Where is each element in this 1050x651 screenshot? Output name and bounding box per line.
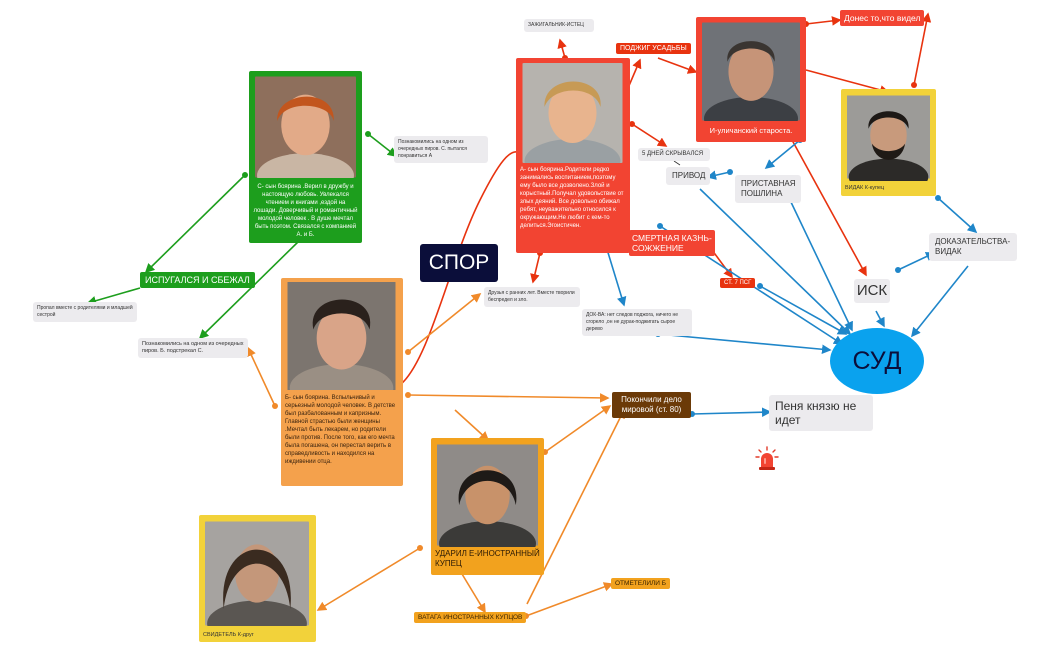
card-label-e: УДАРИЛ Е-ИНОСТРАННЫЙ КУПЕЦ — [435, 549, 540, 568]
character-card-vidak[interactable]: ВИДАК К-купец — [841, 89, 936, 196]
arson-label[interactable]: ПОДЖИГ УСАДЬБЫ — [616, 43, 691, 54]
character-card-s[interactable]: С- сын боярина .Верил в дружбу и настоящ… — [249, 71, 362, 243]
caravan-label[interactable]: ВАТАГА ИНОСТРАННЫХ КУПЦОВ — [414, 612, 527, 623]
hid-label: 5 ДНЕЙ СКРЫВАЛСЯ — [638, 148, 710, 161]
portrait-e — [437, 443, 538, 547]
character-card-k[interactable]: СВИДЕТЕЛЬ К-друг — [199, 515, 316, 642]
character-card-e[interactable]: УДАРИЛ Е-ИНОСТРАННЫЙ КУПЕЦ — [431, 438, 544, 575]
portrait-k — [205, 521, 309, 626]
card-label-i: И-уличанский староста. — [709, 126, 793, 135]
card-text-s: С- сын боярина .Верил в дружбу и настоящ… — [253, 184, 358, 238]
evidence-note: ДОК-ВА: нет следов поджога, ничего не сг… — [582, 309, 692, 336]
card-text-a: А- сын боярина.Родители редко занимались… — [520, 167, 624, 229]
card-label-k: СВИДЕТЕЛЬ К-друг — [203, 632, 254, 638]
portrait-b — [286, 282, 397, 390]
portrait-a — [522, 63, 623, 163]
met-c-note: Познакомились на одном из очередных пиро… — [394, 136, 488, 163]
penalty-label[interactable]: Пеня князю не идет — [769, 395, 873, 431]
isk-node[interactable]: ИСК — [854, 279, 890, 303]
privod-label[interactable]: ПРИВОД — [666, 167, 710, 185]
character-card-i[interactable]: И-уличанский староста. — [696, 17, 806, 142]
spor-node[interactable]: СПОР — [420, 244, 498, 282]
report-label[interactable]: Донес то,что видел — [840, 10, 925, 26]
character-card-b[interactable]: Б- сын боярина. Вспыльчивый и серьезный … — [281, 278, 403, 486]
scared-label[interactable]: ИСПУГАЛСЯ И СБЕЖАЛ — [140, 272, 255, 288]
settled-label[interactable]: Покончили дело мировой (ст. 80) — [612, 392, 691, 418]
friends-note: Друзья с ранних лет. Вместе творили бесп… — [484, 287, 580, 307]
portrait-s — [255, 76, 356, 178]
card-label-vidak: ВИДАК К-купец — [845, 185, 885, 191]
duty-label[interactable]: ПРИСТАВНАЯ ПОШЛИНА — [735, 175, 801, 203]
article7-label[interactable]: СТ. 7 ПСГ — [720, 278, 756, 288]
igniter-label: ЗАЖИГАЛЬНИК-ИСТЕЦ — [524, 19, 594, 32]
portrait-i — [702, 22, 800, 121]
portrait-vidak — [847, 93, 930, 181]
sud-node[interactable]: СУД — [830, 328, 924, 394]
character-card-a[interactable]: А- сын боярина.Родители редко занимались… — [516, 58, 630, 253]
proof-label[interactable]: ДОКАЗАТЕЛЬСТВА-ВИДАК — [929, 233, 1017, 261]
death-label[interactable]: СМЕРТНАЯ КАЗНЬ-СОЖЖЕНИЕ — [629, 230, 715, 256]
met-b-note: Познакомились на одном из очередных пиро… — [138, 338, 248, 358]
card-text-b: Б- сын боярина. Вспыльчивый и серьезный … — [285, 395, 396, 465]
noted-label[interactable]: ОТМЕТЕЛИЛИ Б — [611, 578, 671, 589]
siren-icon — [754, 446, 780, 472]
lost-note: Пропал вместе с родителями и младшей сес… — [33, 302, 137, 322]
